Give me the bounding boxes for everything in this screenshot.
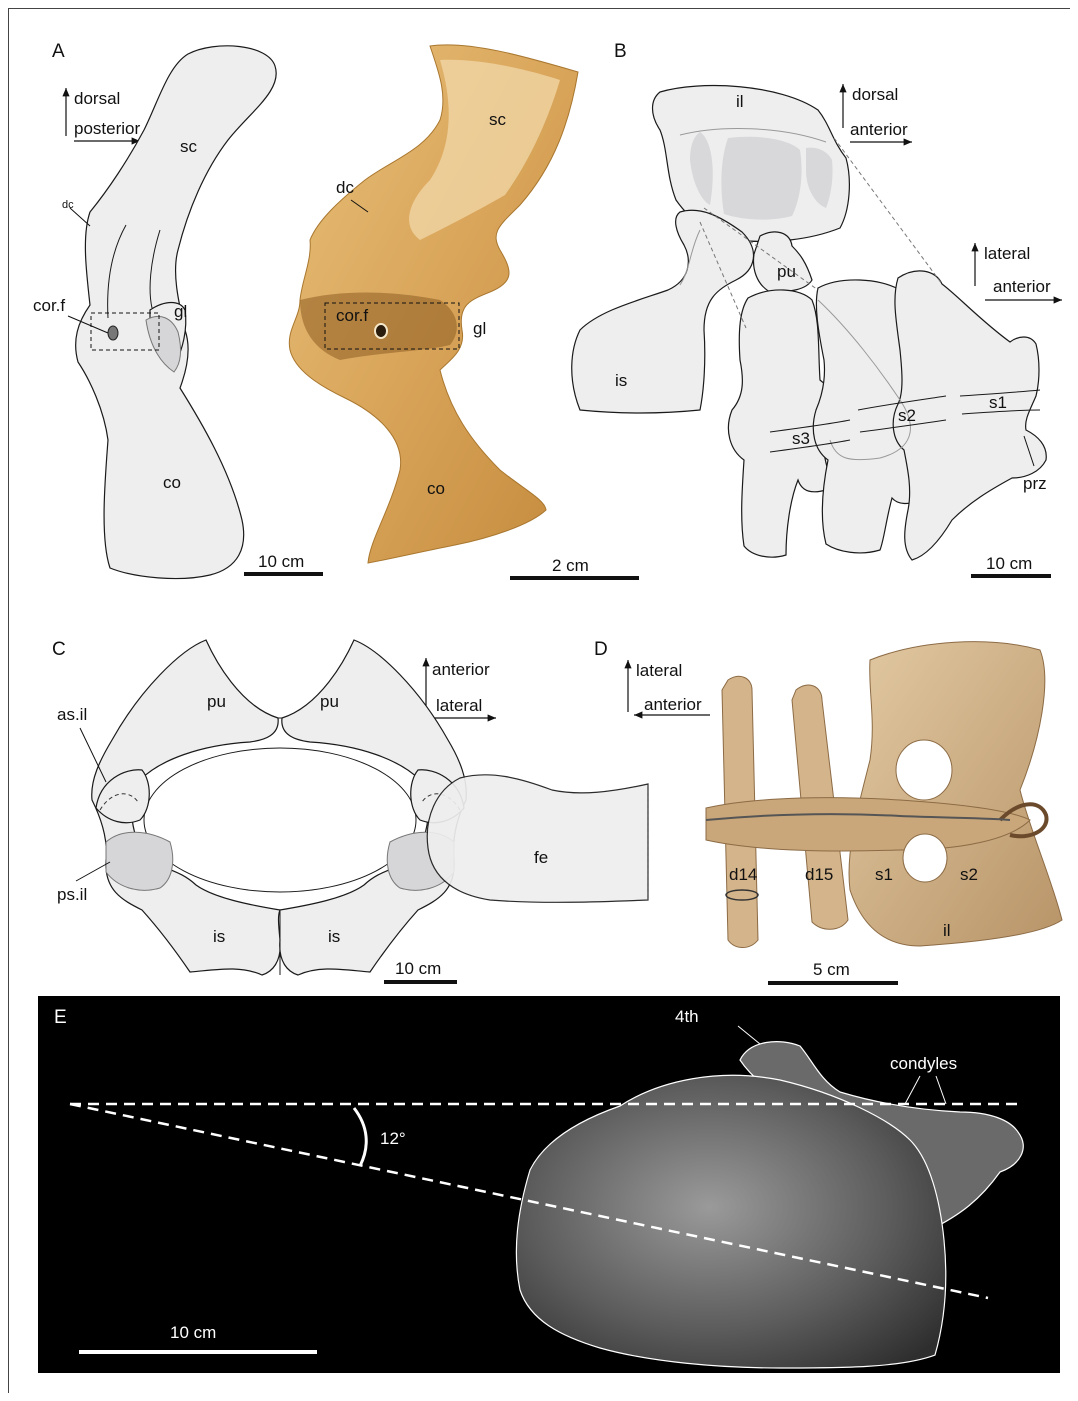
coracoid-foramen-photo — [375, 324, 387, 338]
ps-il-label: ps.il — [57, 885, 87, 904]
s2-label: s2 — [898, 406, 916, 425]
d-scale-label: 5 cm — [813, 960, 850, 979]
b-anterior-label-bottom: anterior — [993, 277, 1051, 296]
coracoid-foramen-drawing — [108, 326, 118, 340]
ps-il-leader — [76, 862, 110, 881]
panel-d: D lateral anterior d14 d15 s1 s2 il 5 cm — [594, 639, 1062, 983]
left-ps-il-facet — [106, 832, 173, 890]
femur-drawing — [427, 775, 648, 903]
pelvic-opening — [144, 748, 416, 892]
photo-co-label: co — [427, 479, 445, 498]
condyles-label: condyles — [890, 1054, 957, 1073]
ischium-label: is — [615, 371, 627, 390]
c-ischium-right-label: is — [328, 927, 340, 946]
drawing-gl-label: gl — [174, 302, 187, 321]
trochanter-label: 4th — [675, 1007, 699, 1026]
photo-sc-label: sc — [489, 110, 507, 129]
drawing-corf-label: cor.f — [33, 296, 65, 315]
panel-a-letter: A — [52, 41, 65, 62]
c-pubis-left-label: pu — [207, 692, 226, 711]
sacral-foramen-1 — [896, 740, 952, 800]
photo-gl-label: gl — [473, 319, 486, 338]
as-il-label: as.il — [57, 705, 87, 724]
b-scale-label: 10 cm — [986, 554, 1032, 573]
c-lateral-label: lateral — [436, 696, 482, 715]
panel-b-letter: B — [614, 41, 627, 62]
drawing-sc-label: sc — [180, 137, 198, 156]
prz-label: prz — [1023, 474, 1047, 493]
e-scale-label: 10 cm — [170, 1323, 216, 1342]
d14-label: d14 — [729, 865, 757, 884]
d-anterior-label: anterior — [644, 695, 702, 714]
d-s1-label: s1 — [875, 865, 893, 884]
angle-label: 12° — [380, 1129, 406, 1148]
b-anterior-label-top: anterior — [850, 120, 908, 139]
d-s2-label: s2 — [960, 865, 978, 884]
panel-c-letter: C — [52, 639, 66, 660]
femur-label: fe — [534, 848, 548, 867]
drawing-dc-label: dc — [62, 199, 74, 211]
pubis-label: pu — [777, 262, 796, 281]
photo-dc-label: dc — [336, 178, 354, 197]
photo-scale-label: 2 cm — [552, 556, 589, 575]
b-connector-3 — [834, 138, 942, 284]
panel-e: E 12° 4th condyles 10 cm — [38, 996, 1060, 1373]
panel-a: A dorsal posterior sc dc cor.f gl co 10 … — [33, 41, 639, 579]
as-il-leader — [80, 728, 106, 782]
sacral-1-drawing — [893, 271, 1046, 560]
ischium-drawing — [572, 210, 754, 413]
photo-corf-label: cor.f — [336, 306, 368, 325]
panel-e-letter: E — [54, 1007, 67, 1028]
c-anterior-label: anterior — [432, 660, 490, 679]
sacrum-photo-ilium — [849, 642, 1062, 946]
panel-b: B dorsal anterior lateral anterior il pu… — [572, 41, 1062, 576]
b-dorsal-label: dorsal — [852, 85, 898, 104]
panel-d-letter: D — [594, 639, 608, 660]
posterior-label: posterior — [74, 119, 140, 138]
b-lateral-label: lateral — [984, 244, 1030, 263]
s1-label: s1 — [989, 393, 1007, 412]
d15-label: d15 — [805, 865, 833, 884]
c-ischium-left-label: is — [213, 927, 225, 946]
drawing-co-label: co — [163, 473, 181, 492]
c-pubis-right-label: pu — [320, 692, 339, 711]
panel-c: C anterior lateral pu pu is is as.il ps.… — [52, 639, 648, 982]
c-scale-label: 10 cm — [395, 959, 441, 978]
drawing-scale-label: 10 cm — [258, 552, 304, 571]
dorsal-label: dorsal — [74, 89, 120, 108]
ilium-sacral-facet-2 — [721, 137, 801, 220]
d-lateral-label: lateral — [636, 661, 682, 680]
sacral-foramen-2 — [903, 834, 947, 882]
s3-label: s3 — [792, 429, 810, 448]
ilium-label: il — [736, 92, 744, 111]
d-il-label: il — [943, 921, 951, 940]
